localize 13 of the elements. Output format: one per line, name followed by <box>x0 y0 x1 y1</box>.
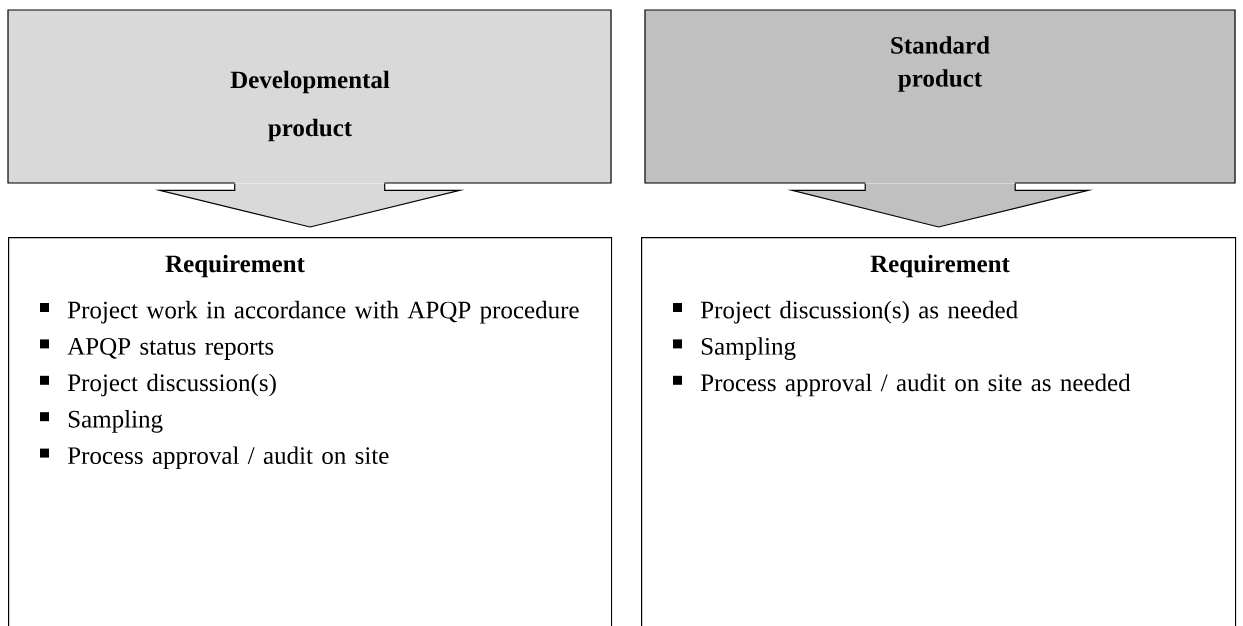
bullet-item: Project discussion(s) as needed <box>673 300 1018 324</box>
box-heading: Requirement <box>165 254 305 278</box>
product-box: Developmental product <box>7 9 612 184</box>
bullet-item: APQP status reports <box>40 338 274 360</box>
bullet-item: Process approval / audit on site <box>40 446 389 470</box>
bullet-item: Sampling <box>40 410 163 433</box>
arrow <box>154 182 465 228</box>
bullet-item: Project work in accordance with APQP procedure <box>40 300 579 324</box>
bullet-item: Sampling <box>673 337 796 360</box>
bullet-item: Process approval / audit on site as needed <box>673 373 1131 397</box>
bullet-item: Project discussion(s) <box>40 373 276 397</box>
box-heading: Requirement <box>870 254 1010 278</box>
product-box: Standard product <box>644 9 1236 184</box>
